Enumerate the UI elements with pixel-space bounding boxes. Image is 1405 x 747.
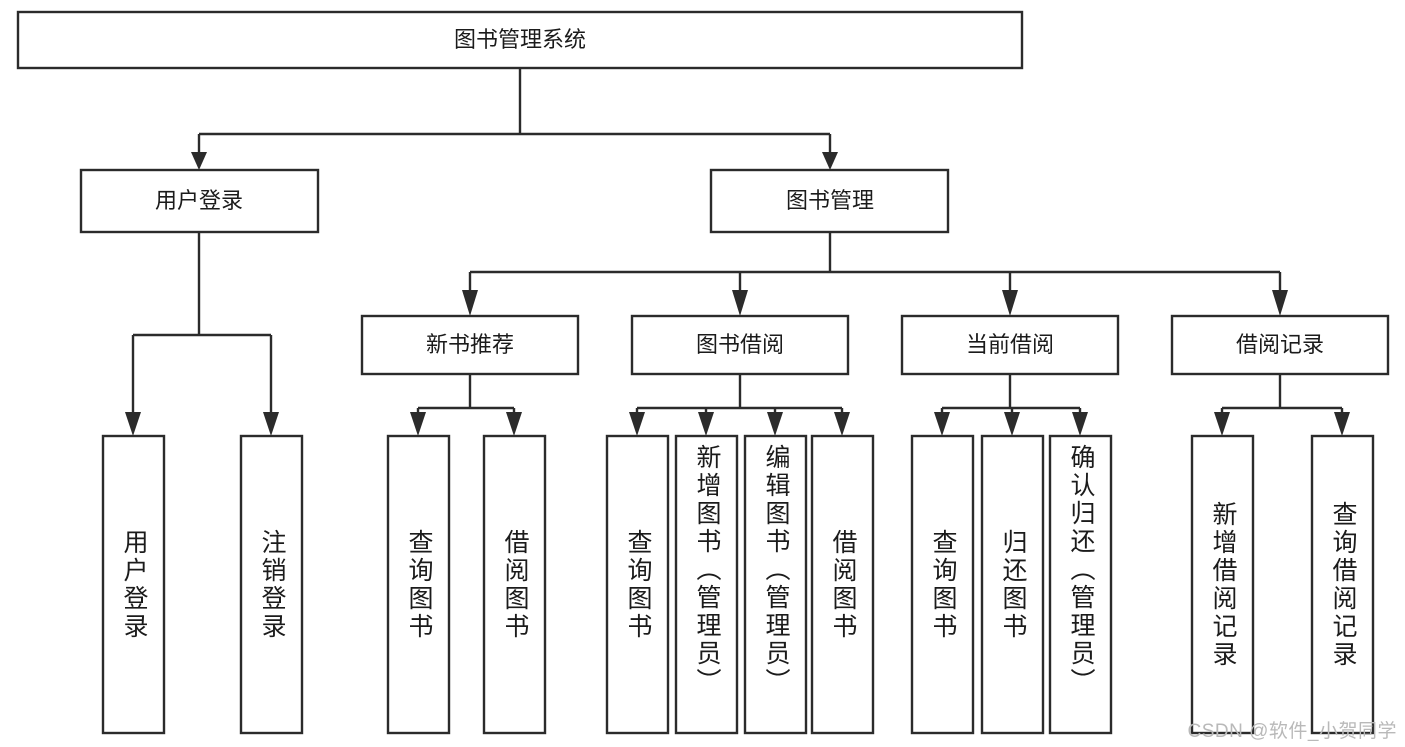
node-current-borrow-box[interactable] — [900, 314, 1120, 376]
node-user-login-label: 用户登录 — [155, 188, 243, 213]
node-current-borrow-label: 当前借阅 — [966, 332, 1054, 357]
arrow-currentborrow-leaf2 — [1004, 412, 1020, 436]
arrow-bookborrow-leaf4 — [834, 412, 850, 436]
arrow-bookmanage-c3 — [1002, 290, 1018, 316]
node-leaf-current-2-box[interactable] — [980, 434, 1045, 735]
node-leaf-record-2-box[interactable] — [1310, 434, 1375, 735]
node-leaf-record-1-box[interactable] — [1190, 434, 1255, 735]
arrow-bookmanage-c4 — [1272, 290, 1288, 316]
node-borrow-record-label: 借阅记录 — [1236, 332, 1324, 357]
node-root-label: 图书管理系统 — [454, 27, 586, 52]
node-leaf-borrow-1-box[interactable] — [605, 434, 670, 735]
node-leaf-borrow-2-box[interactable] — [674, 434, 739, 735]
node-leaf-new-book-1-box[interactable] — [386, 434, 451, 735]
arrow-newbook-leaf2 — [506, 412, 522, 436]
arrow-bookmanage-c1 — [462, 290, 478, 316]
arrow-borrowrecord-leaf2 — [1334, 412, 1350, 436]
arrow-newbook-leaf1 — [410, 412, 426, 436]
node-book-borrow-box[interactable] — [630, 314, 850, 376]
node-leaf-current-1-box[interactable] — [910, 434, 975, 735]
node-root-box[interactable] — [16, 10, 1024, 70]
node-boxes: 图书管理系统 用户登录 图书管理 新书推荐 图书借阅 当前借阅 借阅记录 — [16, 10, 1390, 735]
node-new-book-rec-box[interactable] — [360, 314, 580, 376]
node-book-manage-label: 图书管理 — [786, 188, 874, 213]
arrow-bookborrow-leaf3 — [767, 412, 783, 436]
arrow-root-to-book-manage — [822, 152, 838, 170]
arrow-bookmanage-c2 — [732, 290, 748, 316]
node-book-borrow-label: 图书借阅 — [696, 332, 784, 357]
arrow-currentborrow-leaf1 — [934, 412, 950, 436]
node-book-manage-box[interactable] — [709, 168, 950, 234]
node-leaf-new-book-2-box[interactable] — [482, 434, 547, 735]
node-leaf-current-3-box[interactable] — [1048, 434, 1113, 735]
node-leaf-borrow-3-box[interactable] — [743, 434, 808, 735]
csdn-watermark: CSDN @软件_小贺同学 — [1187, 721, 1397, 742]
node-user-login-box[interactable] — [79, 168, 320, 234]
arrow-bookborrow-leaf1 — [629, 412, 645, 436]
arrow-userlogin-leaf1 — [125, 412, 141, 436]
node-borrow-record-box[interactable] — [1170, 314, 1390, 376]
arrow-borrowrecord-leaf1 — [1214, 412, 1230, 436]
node-leaf-borrow-4-box[interactable] — [810, 434, 875, 735]
node-leaf-user-login-2-box[interactable] — [239, 434, 304, 735]
arrow-bookborrow-leaf2 — [698, 412, 714, 436]
arrow-userlogin-leaf2 — [263, 412, 279, 436]
arrow-currentborrow-leaf3 — [1072, 412, 1088, 436]
connectors — [125, 68, 1350, 436]
node-leaf-user-login-1-box[interactable] — [101, 434, 166, 735]
arrow-root-to-user-login — [191, 152, 207, 170]
node-new-book-rec-label: 新书推荐 — [426, 332, 514, 357]
